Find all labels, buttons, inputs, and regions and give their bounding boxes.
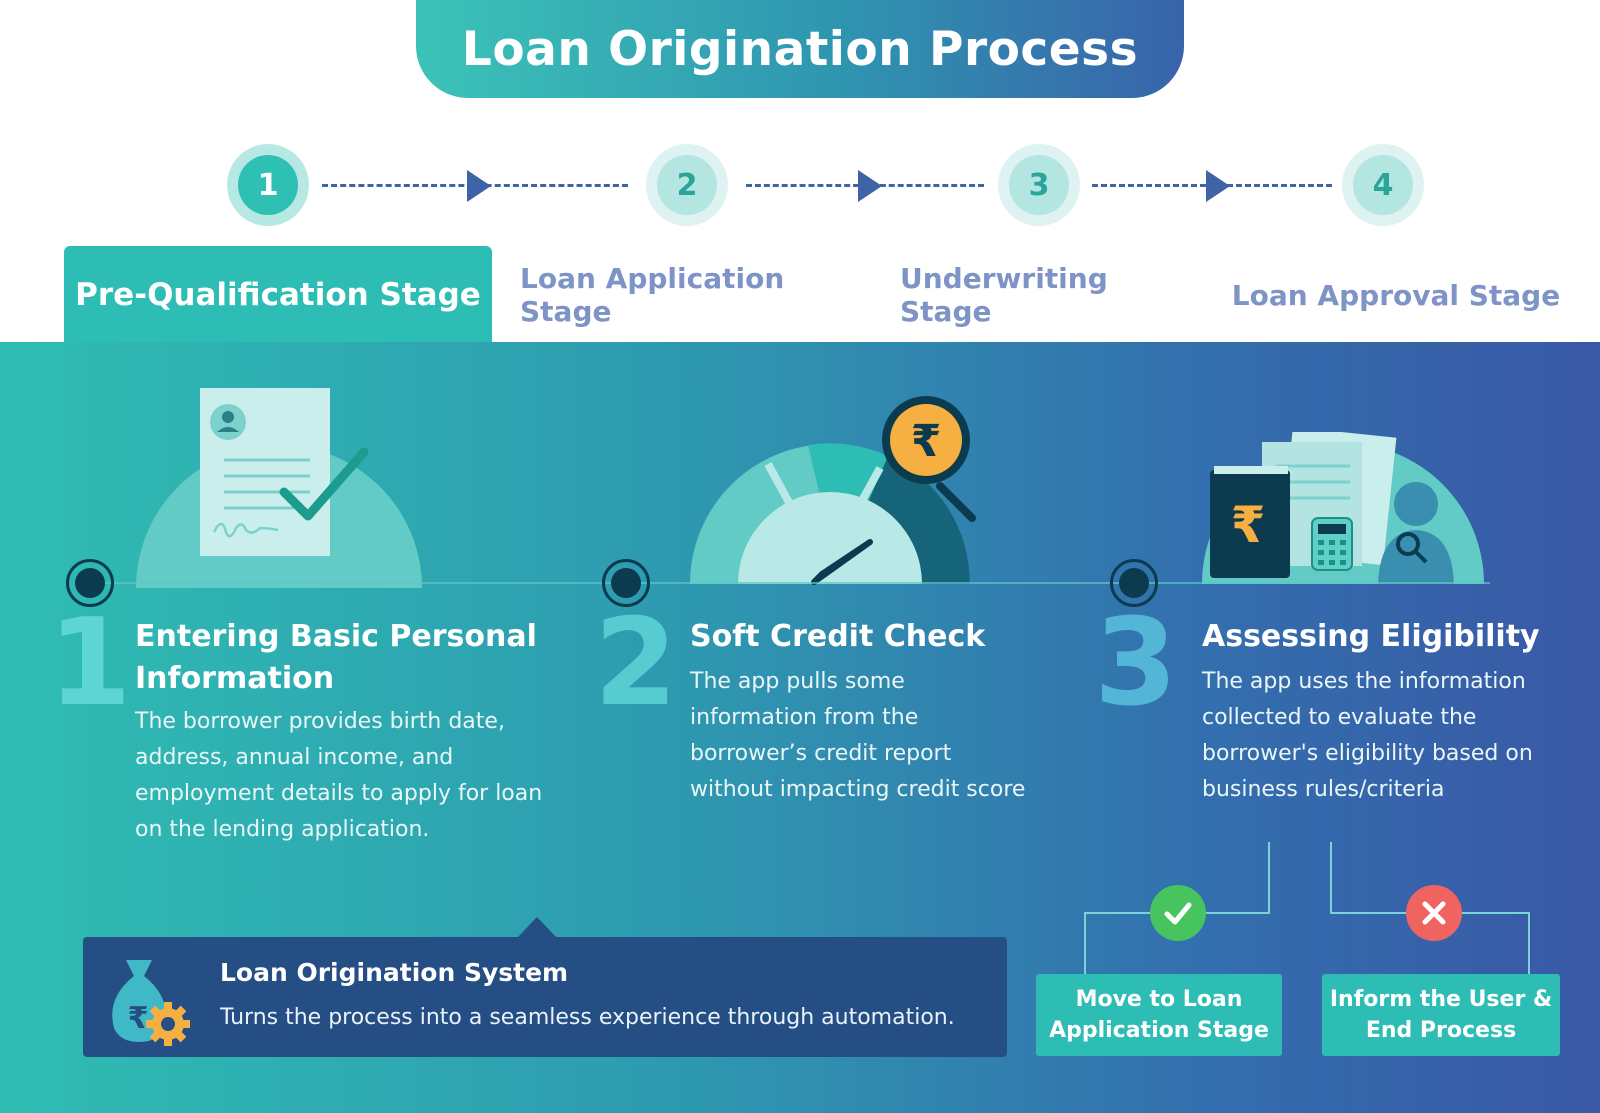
card-3-number: 3 — [1094, 594, 1178, 733]
money-bag-gear-icon: ₹ — [112, 960, 190, 1046]
tab-label: Loan Approval Stage — [1231, 278, 1561, 312]
tab-label: Loan Application Stage — [520, 262, 785, 328]
card-1-number: 1 — [48, 594, 132, 733]
page-title: Loan Origination Process — [461, 21, 1139, 77]
arrow-right-icon — [858, 170, 882, 202]
tab-loan-approval[interactable]: Loan Approval Stage — [1226, 270, 1566, 320]
card-3-description: The app uses the information collected t… — [1202, 669, 1533, 802]
card-1-description: The borrower provides birth date, addres… — [135, 709, 543, 842]
title-banner: Loan Origination Process — [416, 0, 1184, 98]
rupee-magnifier-icon: ₹ — [882, 396, 976, 522]
check-icon — [1150, 885, 1206, 941]
tab-pre-qualification[interactable]: Pre-Qualification Stage — [64, 246, 492, 344]
tab-label: Underwriting Stage — [900, 262, 1108, 328]
branch-line — [1268, 842, 1270, 914]
tab-underwriting[interactable]: Underwriting Stage — [900, 262, 1200, 328]
los-description: Turns the process into a seamless experi… — [220, 1005, 955, 1030]
timeline-node-1 — [66, 559, 114, 607]
stage-stepper: 1 2 3 4 — [0, 0, 1600, 240]
card-2-description: The app pulls some information from the … — [690, 669, 1026, 802]
los-pointer — [517, 917, 557, 938]
document-check-icon — [136, 388, 422, 588]
arrow-right-icon — [467, 170, 491, 202]
eligibility-docs-icon: ₹ — [1202, 432, 1484, 584]
cross-icon — [1406, 885, 1462, 941]
inform-user-end-process-button[interactable]: Inform the User &End Process — [1322, 974, 1560, 1056]
timeline-line — [90, 582, 1490, 584]
tab-loan-application[interactable]: Loan Application Stage — [520, 262, 872, 328]
step-4-number: 4 — [1353, 155, 1413, 215]
branch-line — [1528, 912, 1530, 974]
loan-origination-system-box — [83, 937, 1007, 1057]
tab-label: Pre-Qualification Stage — [75, 277, 481, 313]
card-3-title: Assessing Eligibility — [1202, 619, 1540, 654]
step-1-number: 1 — [238, 155, 298, 215]
los-title: Loan Origination System — [220, 958, 569, 987]
branch-line — [1084, 912, 1086, 974]
arrow-right-icon — [1206, 170, 1230, 202]
step-1-indicator[interactable]: 1 — [227, 144, 309, 226]
svg-text:₹: ₹ — [911, 416, 942, 467]
step-2-number: 2 — [657, 155, 717, 215]
timeline-node-3 — [1110, 559, 1158, 607]
credit-gauge-icon: ₹ — [690, 396, 976, 585]
svg-text:₹: ₹ — [1231, 496, 1266, 554]
timeline-node-2 — [602, 559, 650, 607]
card-2-number: 2 — [594, 594, 678, 733]
branch-line — [1330, 842, 1332, 914]
step-3-number: 3 — [1009, 155, 1069, 215]
card-1-title: Entering Basic Personal Information — [135, 619, 537, 696]
svg-text:₹: ₹ — [128, 1001, 149, 1036]
card-2-title: Soft Credit Check — [690, 619, 986, 654]
step-2-indicator[interactable]: 2 — [646, 144, 728, 226]
step-3-indicator[interactable]: 3 — [998, 144, 1080, 226]
step-4-indicator[interactable]: 4 — [1342, 144, 1424, 226]
